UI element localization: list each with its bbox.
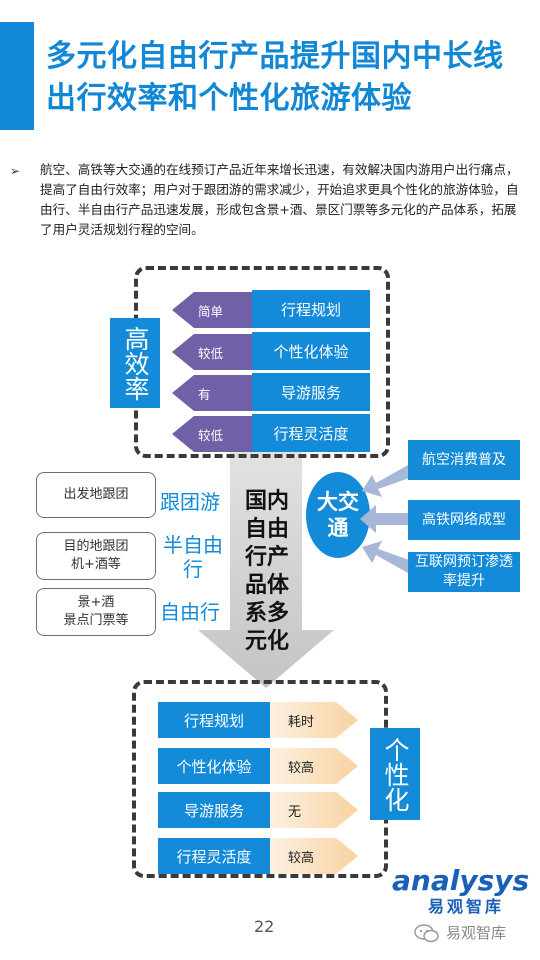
page-title: 多元化自由行产品提升国内中长线 出行效率和个性化旅游体验 [46,36,504,120]
top-row-tag: 较低 [198,345,224,361]
product-type-label: 自由行 [160,600,220,624]
logo-wordmark: analysys [392,864,530,897]
down-arrow-icon [198,450,334,688]
product-type-label: 跟团游 [160,490,220,514]
bottom-row-tag: 较高 [288,760,315,776]
wechat-label: 易观智库 [446,924,507,942]
driver-box: 互联网预订渗透 率提升 [408,552,520,592]
center-text: 国内 自由 行产 品体 系多 元化 [244,489,289,654]
hub-circle: 大交 通 [306,472,370,558]
bottom-side-label: 个性化 [370,728,420,820]
bullet-text: 航空、高铁等大交通的在线预订产品近年来增长迅速，有效解决国内游用户出行痛点，提高… [40,162,519,237]
title-line-2: 出行效率和个性化旅游体验 [46,81,412,116]
top-row-label: 导游服务 [252,373,370,411]
orange-arrow [256,748,358,784]
bullet-arrow-icon: ➢ [10,164,21,178]
driver-arrows [360,465,412,573]
wechat-icon [414,923,439,942]
bottom-row-label: 导游服务 [158,792,270,828]
orange-arrow [256,702,358,738]
orange-arrow [256,838,358,874]
product-box: 景+酒 景点门票等 [36,588,156,636]
bottom-row-tag: 无 [288,804,302,820]
bottom-row-label: 行程规划 [158,702,270,738]
bottom-row-tag: 耗时 [288,714,315,730]
title-line-1: 多元化自由行产品提升国内中长线 [46,39,504,74]
logo: analysys 易观智库 [392,864,529,917]
top-row-label: 行程灵活度 [252,414,370,452]
top-row-tag: 较低 [198,427,224,443]
product-type-label: 半自由 行 [163,533,223,581]
top-row-label: 行程规划 [252,290,370,328]
top-side-label: 高效率 [110,318,160,408]
top-side-label-text: 高效率 [121,325,150,401]
bottom-side-label-text: 个性化 [381,736,410,812]
wechat-watermark: 易观智库 [414,922,506,943]
hub-label: 大交 通 [317,490,359,540]
top-row-tag: 有 [198,386,211,402]
driver-box: 高铁网络成型 [408,500,520,540]
logo-cn: 易观智库 [428,897,505,916]
bottom-row-tag: 较高 [288,850,315,866]
top-row-label: 个性化体验 [252,332,370,370]
top-row-tag: 简单 [198,303,224,319]
product-box: 出发地跟团 [36,472,156,518]
title-accent-bar [0,22,34,130]
driver-box: 航空消费普及 [408,440,520,480]
bottom-row-label: 个性化体验 [158,748,270,784]
product-box: 目的地跟团 机+酒等 [36,532,156,580]
orange-arrow [256,792,358,828]
page-number: 22 [254,917,275,936]
bottom-row-label: 行程灵活度 [158,838,270,874]
